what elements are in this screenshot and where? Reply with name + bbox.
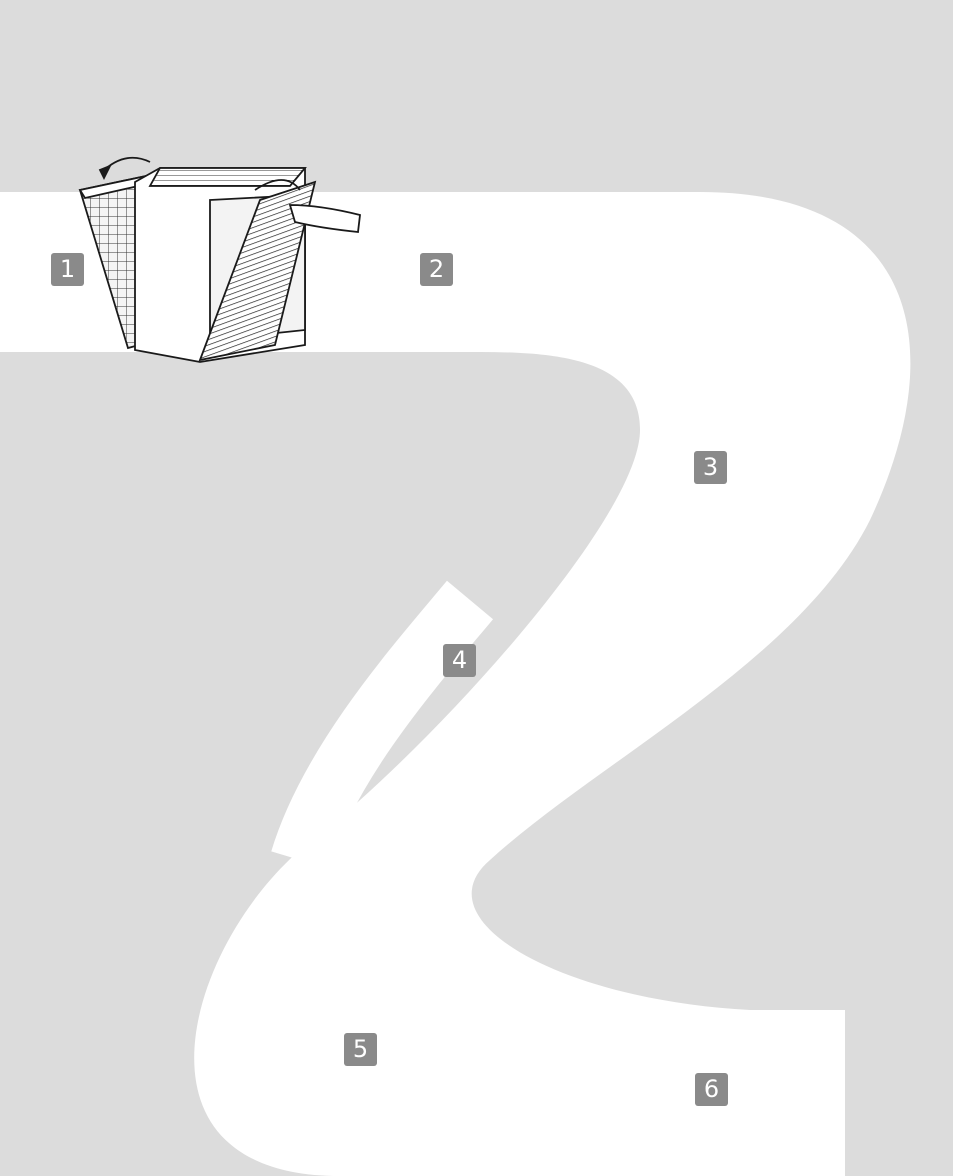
step-badge-5: 5 bbox=[344, 1033, 377, 1066]
step-badge-1: 1 bbox=[51, 253, 84, 286]
step-badge-4: 4 bbox=[443, 644, 476, 677]
step-badge-2: 2 bbox=[420, 253, 453, 286]
step-badge-6: 6 bbox=[695, 1073, 728, 1106]
step-badge-3: 3 bbox=[694, 451, 727, 484]
